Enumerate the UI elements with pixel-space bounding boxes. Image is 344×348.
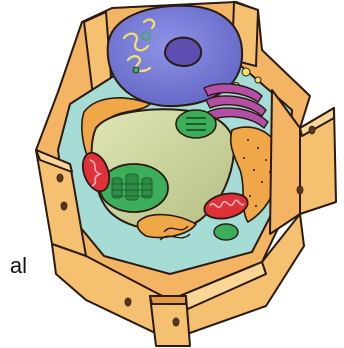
nucleolus <box>165 38 201 66</box>
chloroplast-top <box>176 110 216 138</box>
chloroplast-center <box>100 164 168 212</box>
cut-off-label-text: al <box>10 251 27 281</box>
cut-off-label: al <box>0 251 30 281</box>
chloroplast-bottom <box>214 224 238 240</box>
